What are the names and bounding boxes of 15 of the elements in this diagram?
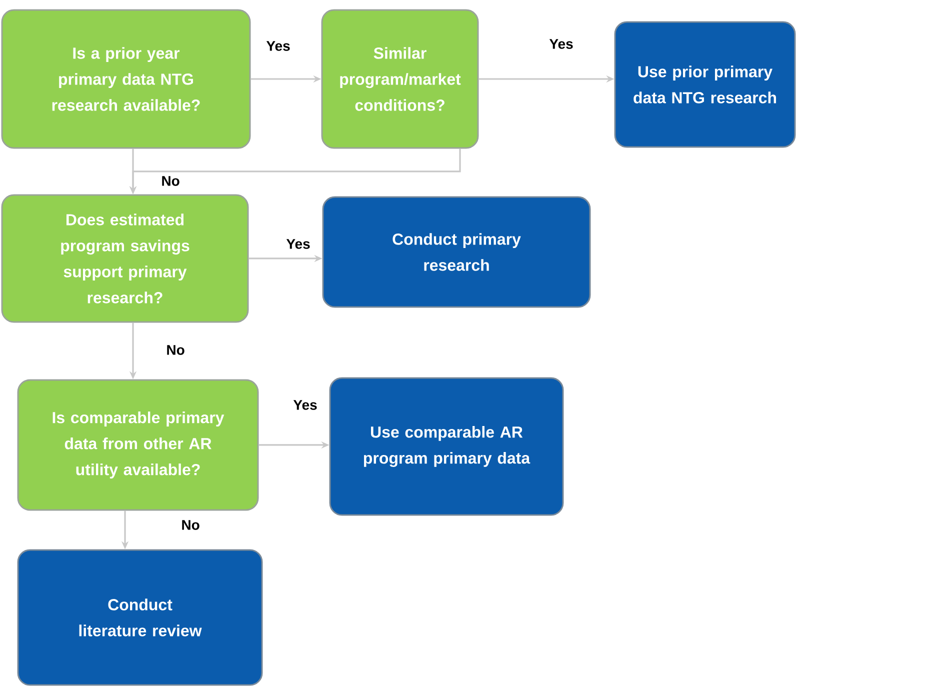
decision-box: Does estimated program savings support primary research? <box>1 194 249 323</box>
decision-box: Is a prior year primary data NTG research available? <box>1 9 251 149</box>
outcome-box: Use prior primary data NTG research <box>614 21 796 148</box>
edge-label: Yes <box>285 238 312 250</box>
decision-box: Similar program/market conditions? <box>321 9 479 149</box>
outcome-box: Conduct primary research <box>322 196 591 308</box>
edge-label: No <box>180 519 201 531</box>
edge-label: Yes <box>292 399 318 411</box>
outcome-box: Use comparable AR program primary data <box>329 377 564 516</box>
edge-label: No <box>165 344 186 356</box>
edge-label: Yes <box>548 38 574 50</box>
decision-box: Is comparable primary data from other AR utility available? <box>17 379 259 511</box>
edge-label: No <box>160 175 181 187</box>
edge-label: Yes <box>265 40 292 52</box>
outcome-box: Conduct literature review <box>17 549 263 686</box>
